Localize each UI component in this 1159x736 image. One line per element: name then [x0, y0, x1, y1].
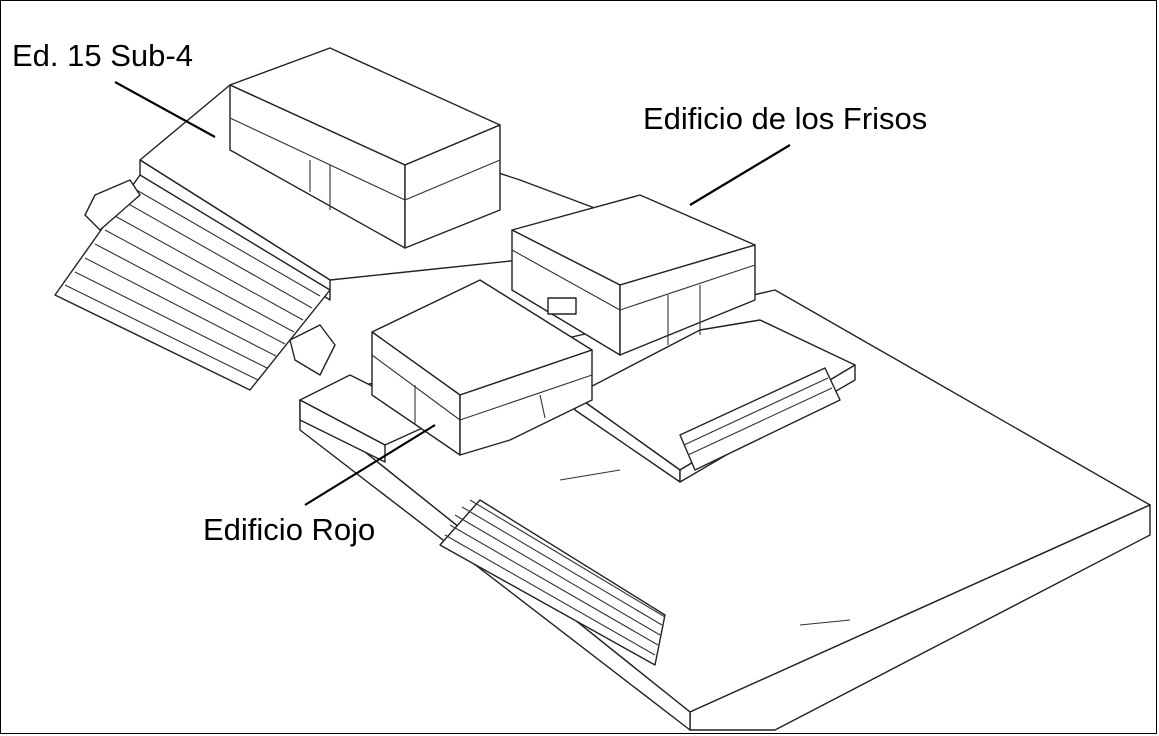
label-edificio-frisos: Edificio de los Frisos: [643, 101, 928, 136]
frisos-base: [574, 319, 856, 483]
label-ed15-sub4: Ed. 15 Sub-4: [12, 38, 193, 73]
label-edificio-rojo: Edificio Rojo: [203, 512, 376, 547]
ed15-building: [229, 47, 501, 249]
frisos-building: [511, 194, 756, 356]
front-stair: [439, 499, 666, 666]
leader-rojo: [304, 424, 436, 506]
leader-frisos: [689, 144, 791, 206]
left-stair: [54, 174, 331, 391]
rojo-base: [289, 324, 441, 463]
rojo-building: [371, 279, 593, 456]
leader-ed15: [114, 81, 216, 138]
